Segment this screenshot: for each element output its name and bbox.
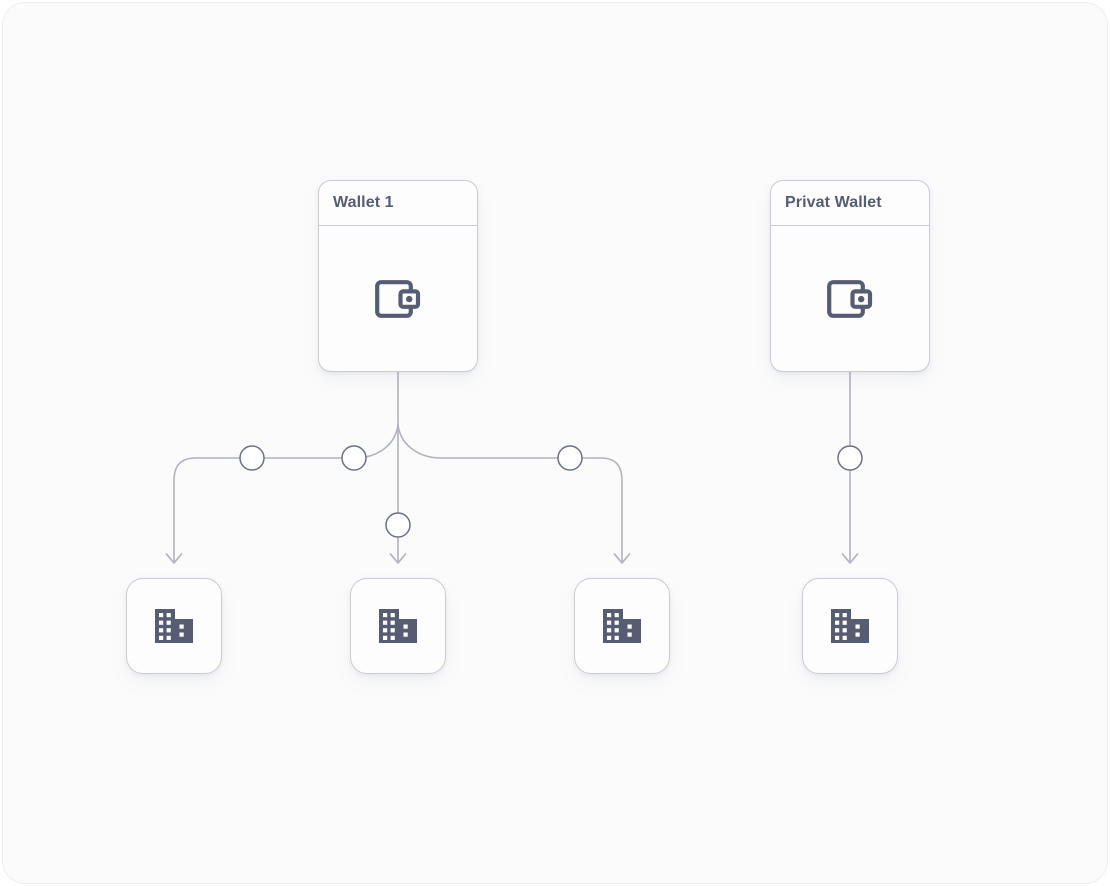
building-icon [831,609,869,643]
wallet-node-privat-wallet[interactable]: Privat Wallet [770,180,930,372]
diagram-canvas[interactable]: .edge-path { fill: none; stroke: #b0b3bd… [3,3,1107,883]
edge-wallet1-building3 [397,424,623,562]
edge-wallet1-building1 [173,424,399,562]
building-icon [155,609,193,643]
edge-layer: .edge-path { fill: none; stroke: #b0b3bd… [165,371,863,564]
wallet-node-wallet-1[interactable]: Wallet 1 [318,180,478,372]
wallet-node-body [319,226,477,371]
connector-right[interactable] [557,445,583,471]
connector-left-outer[interactable] [239,445,265,471]
arrowhead-building2 [389,553,407,564]
building-node-building-4[interactable] [802,578,898,674]
building-node-building-2[interactable] [350,578,446,674]
wallet-node-body [771,226,929,371]
building-icon [379,609,417,643]
wallet-node-title: Wallet 1 [333,194,394,211]
wallet-node-header: Privat Wallet [771,181,929,226]
connector-middle[interactable] [385,512,411,538]
wallet-node-title: Privat Wallet [785,194,882,211]
arrowhead-building3 [613,553,631,564]
connector-left-inner[interactable] [341,445,367,471]
wallet-icon [827,279,873,318]
building-icon [603,609,641,643]
arrowhead-building1 [165,553,183,564]
building-node-building-3[interactable] [574,578,670,674]
wallet-node-header: Wallet 1 [319,181,477,226]
building-node-building-1[interactable] [126,578,222,674]
connector-privat[interactable] [837,445,863,471]
arrowhead-building4 [841,553,859,564]
wallet-icon [375,279,421,318]
